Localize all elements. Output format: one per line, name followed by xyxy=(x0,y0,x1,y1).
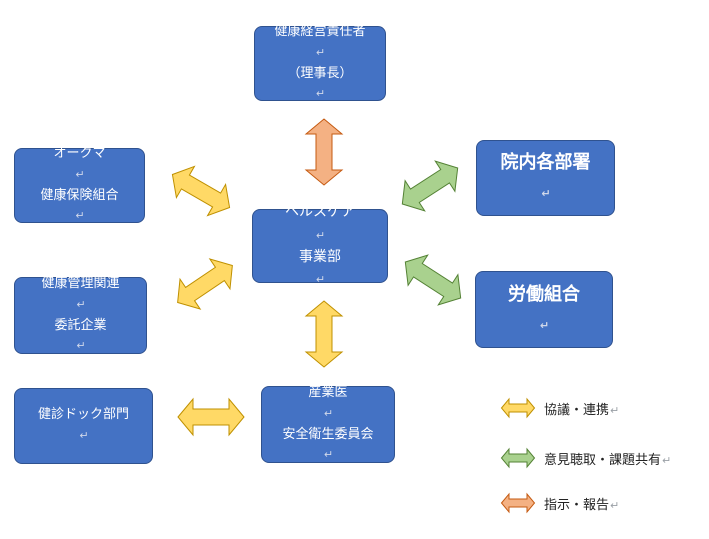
center-line1: ヘルスケア xyxy=(285,204,355,221)
ceo-line1: 健康経営責任者 xyxy=(274,23,366,39)
yellow-arrow-okuma-center xyxy=(162,158,240,224)
yellow-arrow-dock-occupational xyxy=(177,398,245,436)
departments-line1: 院内各部署 xyxy=(500,152,591,174)
legend-orange-label-row: 指示・報告↵ xyxy=(544,498,620,513)
union-box: 労働組合↵ xyxy=(475,271,613,348)
legend-green-label-row: 意見聴取・課題共有↵ xyxy=(544,453,672,468)
green-arrow-center-departments xyxy=(392,152,468,220)
okuma-box: オークマ↵ 健康保険組合↵ xyxy=(14,146,145,223)
orange-arrow-ceo-center xyxy=(305,118,343,186)
ceo-line2: （理事長） xyxy=(287,65,353,81)
dock-line1: 健診ドック部門 xyxy=(37,407,129,423)
dock-box: 健診ドック部門↵ xyxy=(14,388,153,464)
yellow-arrow-center-occupational xyxy=(305,300,343,368)
legend-orange-arrow xyxy=(501,493,535,513)
mgmt-line2: 委託企業 xyxy=(54,317,107,333)
yellow-arrow-mgmt-center xyxy=(167,250,243,318)
occupational-line1: 産業医 xyxy=(308,384,348,400)
ceo-box: 健康経営責任者↵ （理事長）↵ xyxy=(254,24,386,101)
mgmt-line1: 健康管理関連 xyxy=(41,275,120,291)
legend-green-label: 意見聴取・課題共有 xyxy=(544,453,662,468)
mgmt-box: 健康管理関連↵ 委託企業↵ xyxy=(14,275,147,354)
union-line1: 労働組合 xyxy=(508,283,580,305)
legend-yellow-label-row: 協議・連携↵ xyxy=(544,403,620,418)
green-arrow-center-union xyxy=(395,246,471,314)
legend-yellow-label: 協議・連携 xyxy=(544,403,610,418)
okuma-line1: オークマ xyxy=(53,145,106,161)
legend-orange-label: 指示・報告 xyxy=(544,498,610,513)
legend-yellow-arrow xyxy=(501,398,535,418)
departments-box: 院内各部署↵ xyxy=(476,140,615,216)
center-line2: 事業部 xyxy=(299,249,341,265)
legend-green-arrow xyxy=(501,448,535,468)
okuma-line2: 健康保険組合 xyxy=(40,187,119,203)
occupational-box: 産業医↵ 安全衛生委員会↵ xyxy=(261,384,395,463)
occupational-line2: 安全衛生委員会 xyxy=(282,426,374,442)
center-box: ヘルスケア↵ 事業部↵ xyxy=(252,204,388,286)
